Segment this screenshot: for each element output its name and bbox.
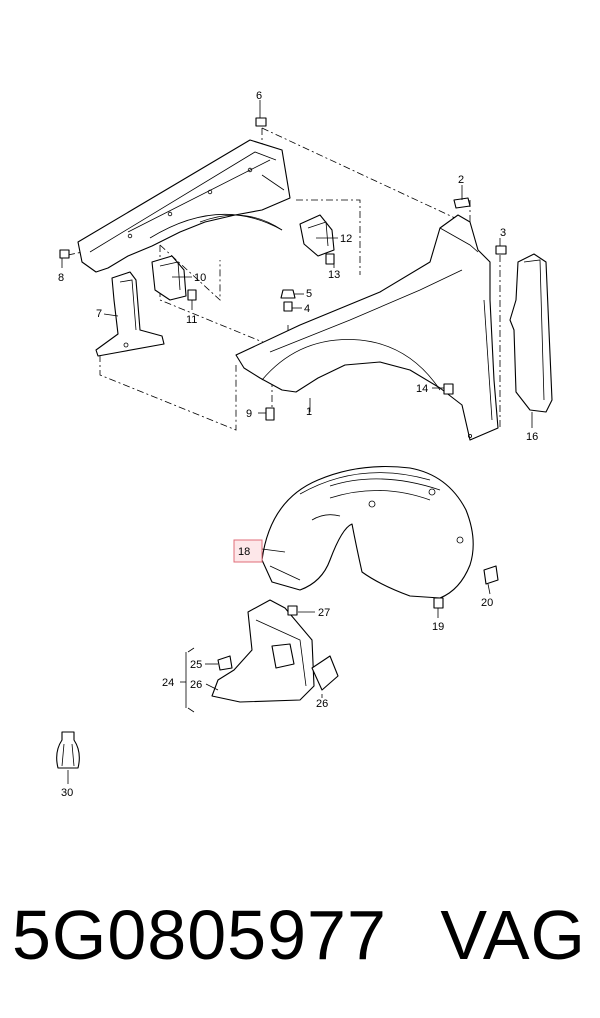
callout-12: 12 (340, 233, 352, 245)
callout-18: 18 (238, 546, 250, 558)
callout-6: 6 (256, 90, 262, 102)
bolt-4-icon (283, 301, 293, 312)
highlight-box-18 (233, 539, 263, 563)
bolt-6-icon (255, 117, 267, 127)
callout-26-bracket: 26 (190, 679, 202, 691)
bolt-3-icon (495, 245, 507, 255)
screw-27-icon (287, 605, 298, 616)
callout-4: 4 (304, 303, 310, 315)
callout-13: 13 (328, 269, 340, 281)
callout-11: 11 (186, 314, 197, 326)
callout-3: 3 (500, 227, 506, 239)
callout-26: 26 (316, 698, 328, 710)
brand-label: VAG (440, 896, 586, 974)
parts-diagram: 6 2 3 12 13 8 10 11 7 5 4 14 9 1 16 18 2… (56, 90, 553, 799)
bracket-part-10 (151, 255, 187, 301)
bolt-11-icon (187, 289, 197, 301)
callout-30: 30 (61, 787, 73, 799)
clip-25-icon (217, 655, 233, 671)
footer-caption: 5G0805977 VAG (0, 880, 600, 990)
callout-7: 7 (96, 308, 102, 320)
grommet-part-30 (56, 731, 80, 769)
callout-9: 9 (246, 408, 252, 420)
callout-5: 5 (306, 288, 312, 300)
callout-24: 24 (162, 677, 174, 689)
callout-1: 1 (306, 406, 312, 418)
bolt-13-icon (325, 253, 335, 265)
callout-20: 20 (481, 597, 493, 609)
screw-19-icon (433, 597, 444, 609)
bolt-14-icon (443, 383, 454, 395)
callout-16: 16 (526, 431, 538, 443)
callout-8: 8 (58, 272, 64, 284)
callout-labels: 6 2 3 12 13 8 10 11 7 5 4 14 9 1 16 18 2… (58, 90, 538, 799)
upper-frame-rail (77, 139, 291, 273)
callout-10: 10 (194, 272, 206, 284)
callout-2: 2 (458, 174, 464, 186)
bolt-9-icon (265, 407, 275, 421)
callout-27: 27 (318, 607, 330, 619)
nut-5-icon (280, 289, 296, 299)
fasteners (59, 117, 507, 421)
front-fender-part-1 (235, 214, 499, 441)
clip-2-icon (453, 197, 471, 209)
support-part-7 (95, 271, 165, 357)
callout-25: 25 (190, 659, 202, 671)
callout-14: 14 (416, 383, 428, 395)
bolt-8-icon (59, 249, 70, 259)
leader-lines (61, 100, 533, 784)
clips-19-20 (433, 565, 499, 609)
lower-liner-part-24 (211, 599, 339, 703)
bracket-part-12 (299, 214, 335, 257)
clip-20-icon (483, 565, 499, 585)
callout-19: 19 (432, 621, 444, 633)
wheel-housing-liner-part-18 (261, 466, 474, 599)
cap-part-26 (311, 655, 339, 691)
part-number: 5G0805977 (12, 896, 387, 974)
trim-part-16 (509, 253, 553, 413)
